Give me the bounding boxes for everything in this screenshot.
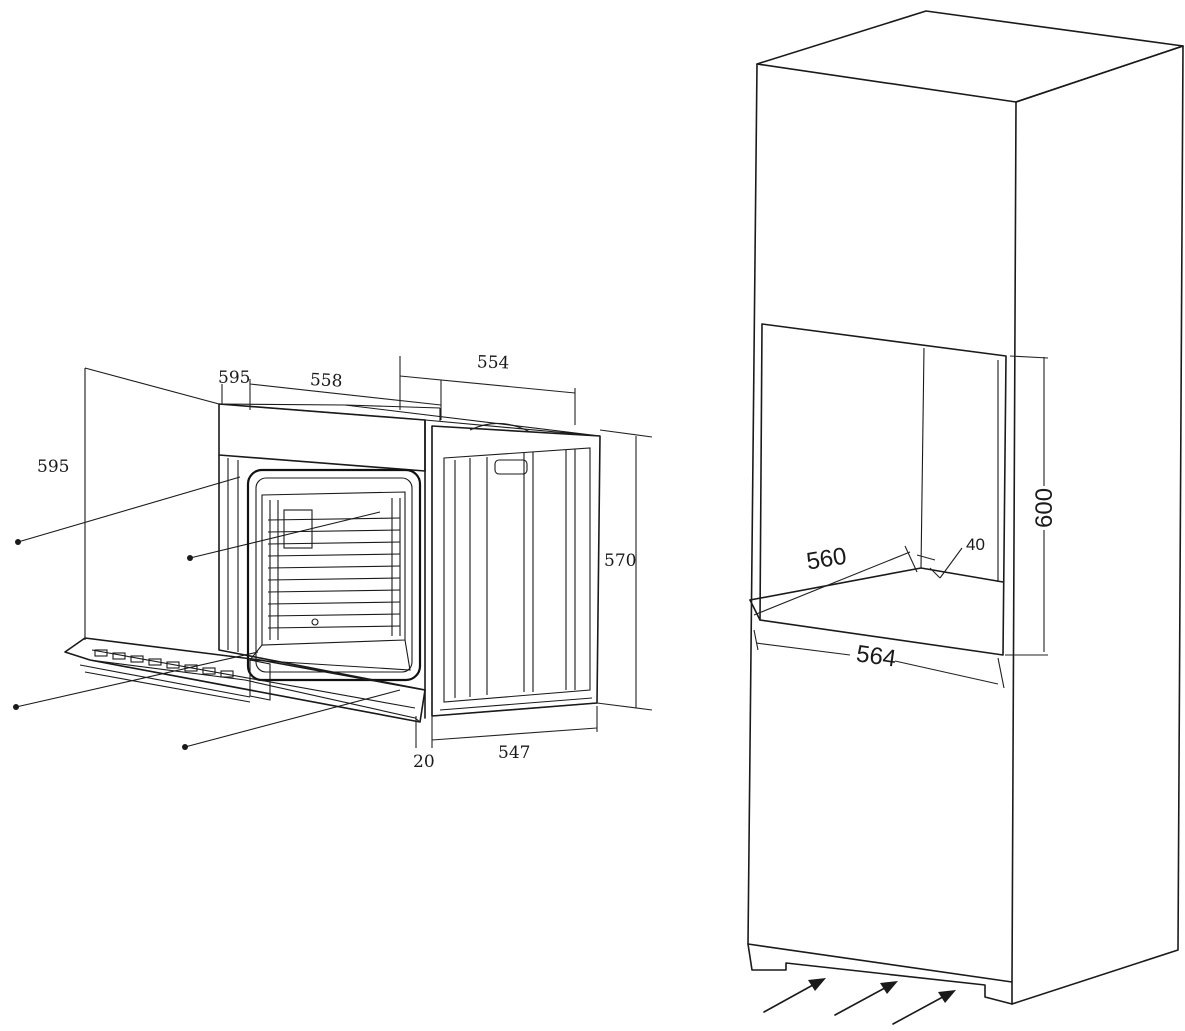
oven-control-panel: [218, 403, 426, 472]
dim-label-door-thickness: 20: [413, 752, 435, 772]
airflow-arrows: [763, 978, 956, 1025]
cabinet-front: [747, 63, 1017, 983]
cabinet-top: [756, 10, 1184, 103]
dim-label-niche-height: 600: [1031, 488, 1058, 528]
oven-top: [218, 403, 601, 437]
dim-label-height-left: 595: [37, 457, 69, 477]
dim-label-clearance: 40: [966, 535, 985, 554]
dim-label-depth-body: 558: [309, 370, 342, 392]
cabinet-niche: [749, 323, 1007, 656]
dim-label-width-top: 595: [218, 368, 250, 388]
dim-label-niche-width: 564: [855, 640, 898, 672]
cabinet-dimension-lines: [753, 355, 1049, 689]
oven-rack-rails: [267, 498, 401, 640]
cabinet-side: [1011, 45, 1184, 1005]
oven-dimension-lines: [221, 356, 653, 748]
oven-door-open: [64, 637, 426, 723]
oven-cavity: [246, 468, 422, 682]
dim-label-height-side: 570: [604, 551, 636, 571]
dim-label-niche-depth: 560: [805, 543, 849, 576]
cabinet-plinth: [747, 943, 1013, 1005]
oven-drawing: 595 595 558 554 570 20 547: [13, 352, 653, 772]
dim-label-depth-bottom: 547: [498, 743, 530, 763]
dim-label-depth-side: 554: [477, 352, 510, 373]
callout-leaders: [13, 476, 401, 750]
